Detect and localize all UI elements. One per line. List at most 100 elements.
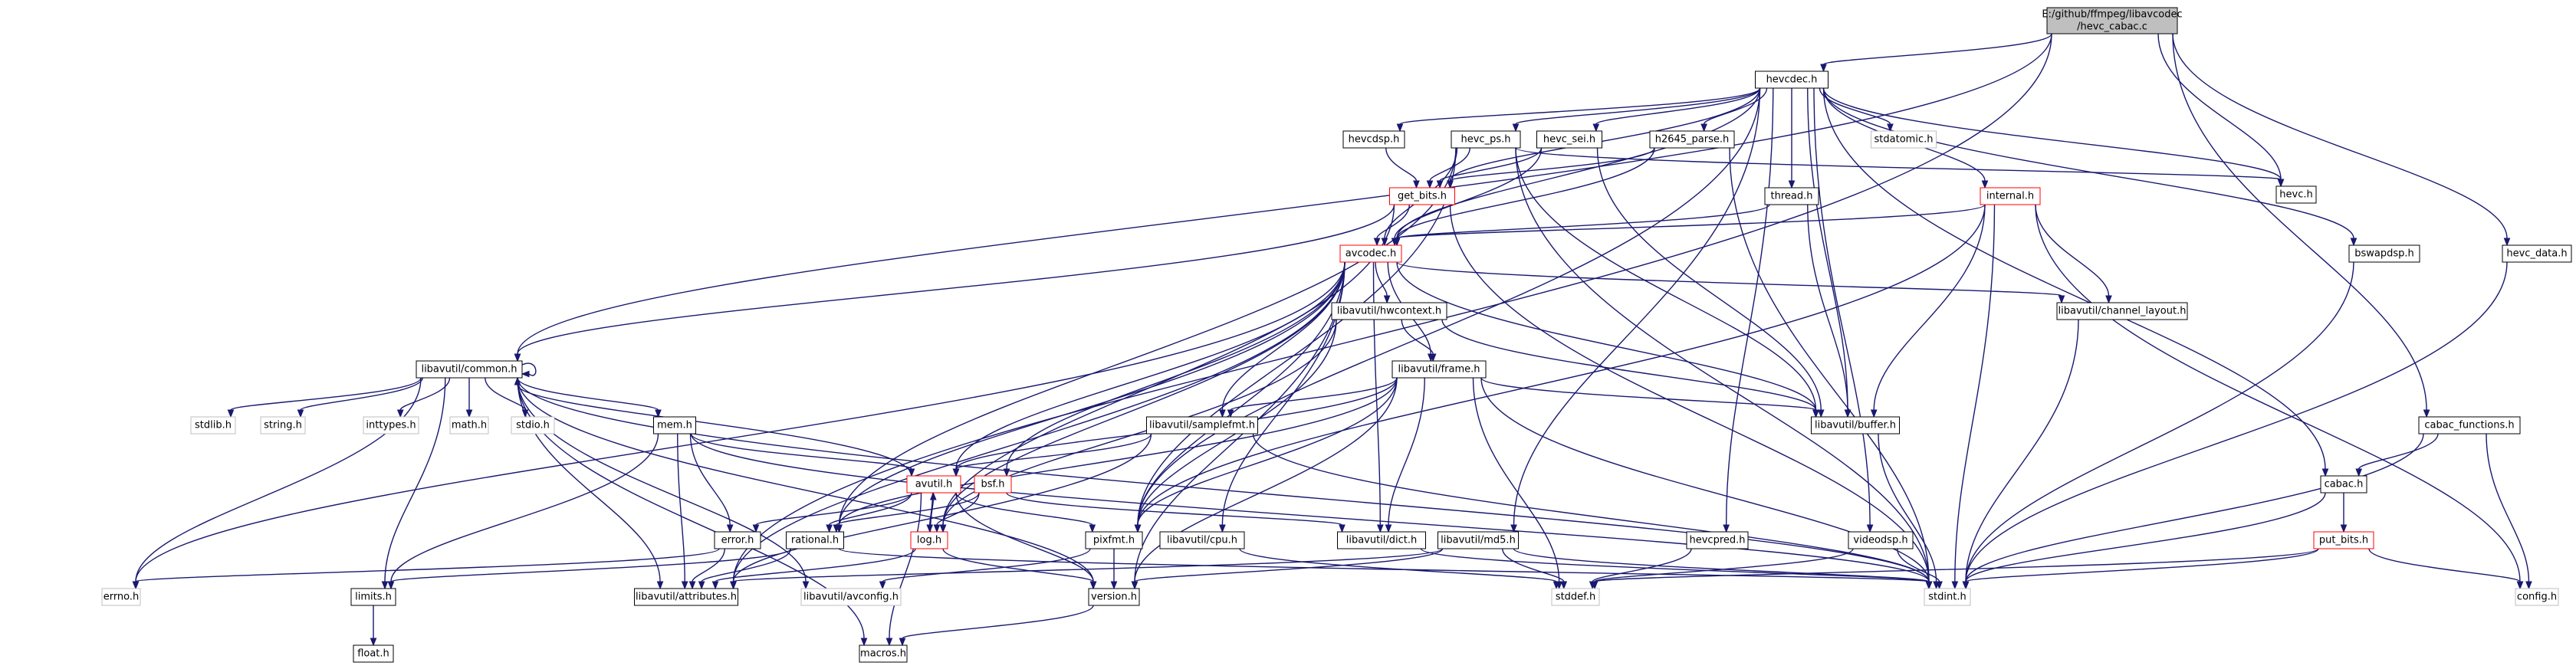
node-hevcdec[interactable]: hevcdec.h	[1755, 71, 1829, 89]
node-hevc_sei-box	[1536, 130, 1602, 149]
edge-common-to-inttypes	[396, 377, 451, 418]
node-channel_layout[interactable]: libavutil/channel_layout.h	[2056, 302, 2188, 320]
node-bsf-label: bsf.h	[981, 479, 1004, 490]
node-common[interactable]: libavutil/common.h	[416, 360, 523, 379]
node-log[interactable]: log.h	[910, 531, 948, 549]
node-error[interactable]: error.h	[714, 531, 761, 549]
node-stdio[interactable]: stdio.h	[511, 416, 555, 435]
edge-put_bits-to-stdint	[1962, 548, 2319, 590]
node-hevc_ps[interactable]: hevc_ps.h	[1451, 130, 1521, 149]
node-internal[interactable]: internal.h	[1980, 187, 2041, 205]
node-math[interactable]: math.h	[449, 416, 489, 435]
node-version-label: version.h	[1091, 592, 1137, 603]
edge-avutil-to-error	[752, 492, 912, 533]
edge-line	[1515, 147, 1930, 582]
edge-line	[517, 377, 1094, 582]
node-bsf[interactable]: bsf.h	[974, 475, 1012, 494]
node-errno[interactable]: errno.h	[101, 588, 141, 606]
node-cabac_functions[interactable]: cabac_functions.h	[2418, 416, 2521, 435]
edge-line	[1472, 377, 1560, 582]
node-float[interactable]: float.h	[353, 644, 394, 663]
node-avutil[interactable]: avutil.h	[906, 475, 961, 494]
edge-hevc_ps-to-hevc	[1515, 147, 2285, 188]
node-dict-label: libavutil/dict.h	[1346, 535, 1418, 546]
node-stddef[interactable]: stddef.h	[1551, 588, 1600, 606]
node-bswapdsp[interactable]: bswapdsp.h	[2348, 244, 2420, 263]
edge-hevcdec-to-bswapdsp	[1822, 87, 2358, 247]
node-hevcpred[interactable]: hevcpred.h	[1686, 531, 1749, 549]
edge-line	[2358, 433, 2439, 470]
node-thread[interactable]: thread.h	[1764, 187, 1819, 205]
edge-line	[690, 433, 1930, 582]
node-channel_layout-label: libavutil/channel_layout.h	[2058, 306, 2187, 317]
edge-common-to-stdlib	[227, 377, 422, 418]
node-macros[interactable]: macros.h	[859, 644, 908, 663]
edge-hevc_ps-to-rational	[836, 147, 1457, 533]
edge-arrowhead	[1591, 581, 1598, 590]
node-mem[interactable]: mem.h	[653, 416, 696, 435]
edge-arrowhead	[1134, 524, 1142, 533]
edge-arrowhead	[1592, 123, 1600, 133]
node-buffer[interactable]: libavutil/buffer.h	[1811, 416, 1900, 435]
node-md5[interactable]: libavutil/md5.h	[1438, 531, 1519, 549]
node-avconfig-box	[800, 588, 902, 606]
node-hevc_data[interactable]: hevc_data.h	[2502, 244, 2572, 263]
node-put_bits[interactable]: put_bits.h	[2313, 531, 2374, 549]
node-hwcontext[interactable]: libavutil/hwcontext.h	[1331, 302, 1447, 320]
node-stdlib[interactable]: stdlib.h	[190, 416, 236, 435]
edge-line	[517, 384, 912, 477]
edge-line	[1502, 548, 1565, 582]
edge-arrowhead	[952, 468, 960, 477]
node-config[interactable]: config.h	[2515, 588, 2559, 606]
edge-arrowhead	[933, 524, 941, 533]
edge-arrowhead	[656, 581, 664, 590]
edge-hevc_sei-to-buffer	[1596, 147, 1825, 418]
node-attributes[interactable]: libavutil/attributes.h	[634, 588, 738, 606]
node-stdint[interactable]: stdint.h	[1924, 588, 1971, 606]
node-attributes-box	[634, 588, 738, 606]
node-avcodec[interactable]: avcodec.h	[1339, 244, 1402, 263]
node-avutil-box	[906, 475, 961, 494]
edge-line	[390, 433, 659, 582]
node-pixfmt[interactable]: pixfmt.h	[1085, 531, 1143, 549]
node-cabac[interactable]: cabac.h	[2320, 475, 2367, 494]
node-stdatomic[interactable]: stdatomic.h	[1871, 130, 1937, 149]
node-samplefmt[interactable]: libavutil/samplefmt.h	[1146, 416, 1258, 435]
edge-md5-to-attributes	[730, 548, 1444, 590]
node-hevc[interactable]: hevc.h	[2275, 185, 2317, 204]
edge-arrowhead	[514, 376, 521, 385]
node-frame-label: libavutil/frame.h	[1398, 364, 1480, 375]
edge-line	[1252, 433, 1930, 582]
node-videodsp[interactable]: videodsp.h	[1848, 531, 1914, 549]
node-h2645_parse[interactable]: h2645_parse.h	[1649, 130, 1735, 149]
node-hevc_sei[interactable]: hevc_sei.h	[1536, 130, 1602, 149]
node-frame[interactable]: libavutil/frame.h	[1392, 360, 1487, 379]
node-dict[interactable]: libavutil/dict.h	[1337, 531, 1426, 549]
edge-arrowhead	[1383, 295, 1391, 304]
edge-line	[677, 433, 685, 582]
node-hevcdsp[interactable]: hevcdsp.h	[1342, 130, 1405, 149]
edge-line	[1006, 261, 1346, 470]
node-rational[interactable]: rational.h	[786, 531, 844, 549]
edge-arrowhead	[132, 581, 140, 590]
edge-common-to-avconfig	[517, 377, 810, 590]
edge-arrowhead	[1981, 180, 1989, 189]
node-limits[interactable]: limits.h	[350, 588, 396, 606]
edge-line	[1965, 548, 2319, 582]
edge-root-to-cabac_functions	[2172, 33, 2430, 418]
edge-avutil-to-pixfmt	[955, 492, 1096, 533]
node-cpu[interactable]: libavutil/cpu.h	[1159, 531, 1245, 549]
edge-line	[1513, 87, 1761, 526]
edge-arrowhead	[2525, 581, 2532, 590]
node-version[interactable]: version.h	[1088, 588, 1140, 606]
edge-line	[2157, 33, 2282, 180]
node-root[interactable]: E:/github/ffmpeg/libavcodec/hevc_cabac.c	[2042, 7, 2183, 34]
node-inttypes[interactable]: inttypes.h	[363, 416, 419, 435]
node-samplefmt-box	[1146, 416, 1258, 435]
node-avconfig[interactable]: libavutil/avconfig.h	[800, 588, 902, 606]
edge-arrowhead	[1870, 409, 1878, 418]
edge-put_bits-to-stddef	[1591, 548, 2319, 590]
node-get_bits[interactable]: get_bits.h	[1389, 187, 1455, 205]
node-string[interactable]: string.h	[260, 416, 306, 435]
dependency-edges	[132, 33, 2532, 647]
